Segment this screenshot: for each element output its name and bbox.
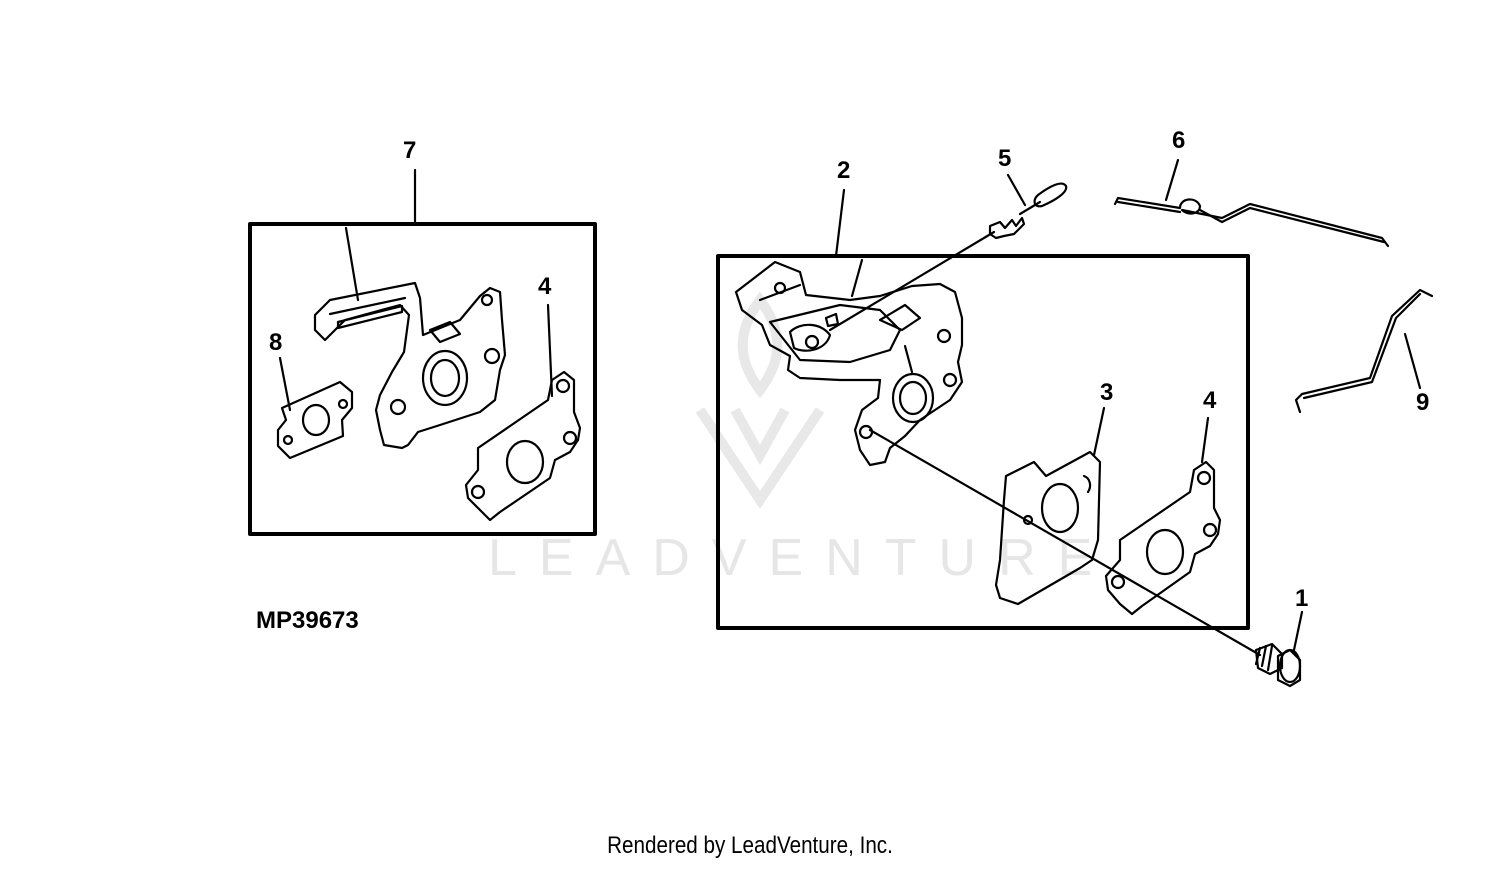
callout-7: 7 bbox=[403, 137, 416, 164]
callout-8: 8 bbox=[269, 329, 282, 356]
callout-4-left: 4 bbox=[538, 273, 552, 300]
leader-8 bbox=[278, 356, 292, 412]
callout-6: 6 bbox=[1172, 127, 1185, 154]
gasket-4-right bbox=[1104, 460, 1222, 616]
footer-credit: Rendered by LeadVenture, Inc. bbox=[607, 832, 893, 859]
watermark-text: LEADVENTURE bbox=[488, 529, 1114, 587]
watermark: LEADVENTURE bbox=[488, 291, 1114, 587]
callout-9: 9 bbox=[1416, 389, 1429, 416]
kit-box-right bbox=[716, 254, 1250, 630]
callout-4-right: 4 bbox=[1203, 387, 1217, 414]
throttle-link-6 bbox=[1113, 196, 1390, 248]
bolt-axis-line bbox=[868, 428, 1262, 657]
callout-3: 3 bbox=[1100, 379, 1113, 406]
callout-2: 2 bbox=[837, 157, 850, 184]
leader-5 bbox=[1006, 173, 1027, 207]
gasket-8 bbox=[276, 380, 354, 460]
leader-4-left bbox=[546, 303, 554, 398]
cap-screw-1 bbox=[1254, 642, 1302, 688]
leader-2-inner bbox=[850, 258, 864, 298]
callout-5: 5 bbox=[998, 145, 1011, 172]
callouts: 7 8 4 2 5 6 3 4 1 9 bbox=[269, 127, 1429, 612]
leader-1 bbox=[1292, 610, 1304, 652]
figure-code: MP39673 bbox=[256, 607, 359, 634]
control-bracket-left bbox=[313, 281, 507, 450]
leader-2 bbox=[834, 188, 846, 258]
leader-9 bbox=[1403, 332, 1422, 390]
governor-control-assembly bbox=[734, 260, 964, 467]
governor-link-9 bbox=[1294, 288, 1434, 414]
leader-3 bbox=[1092, 406, 1106, 457]
gasket-4-left bbox=[464, 370, 582, 522]
kit-box-left bbox=[248, 222, 597, 536]
leader-7-inner bbox=[344, 226, 360, 302]
leader-4-right bbox=[1200, 416, 1210, 464]
leader-6 bbox=[1164, 158, 1180, 202]
spacer-plate-3 bbox=[994, 450, 1102, 606]
callout-1: 1 bbox=[1295, 585, 1308, 612]
governor-spring-5 bbox=[828, 182, 1068, 332]
